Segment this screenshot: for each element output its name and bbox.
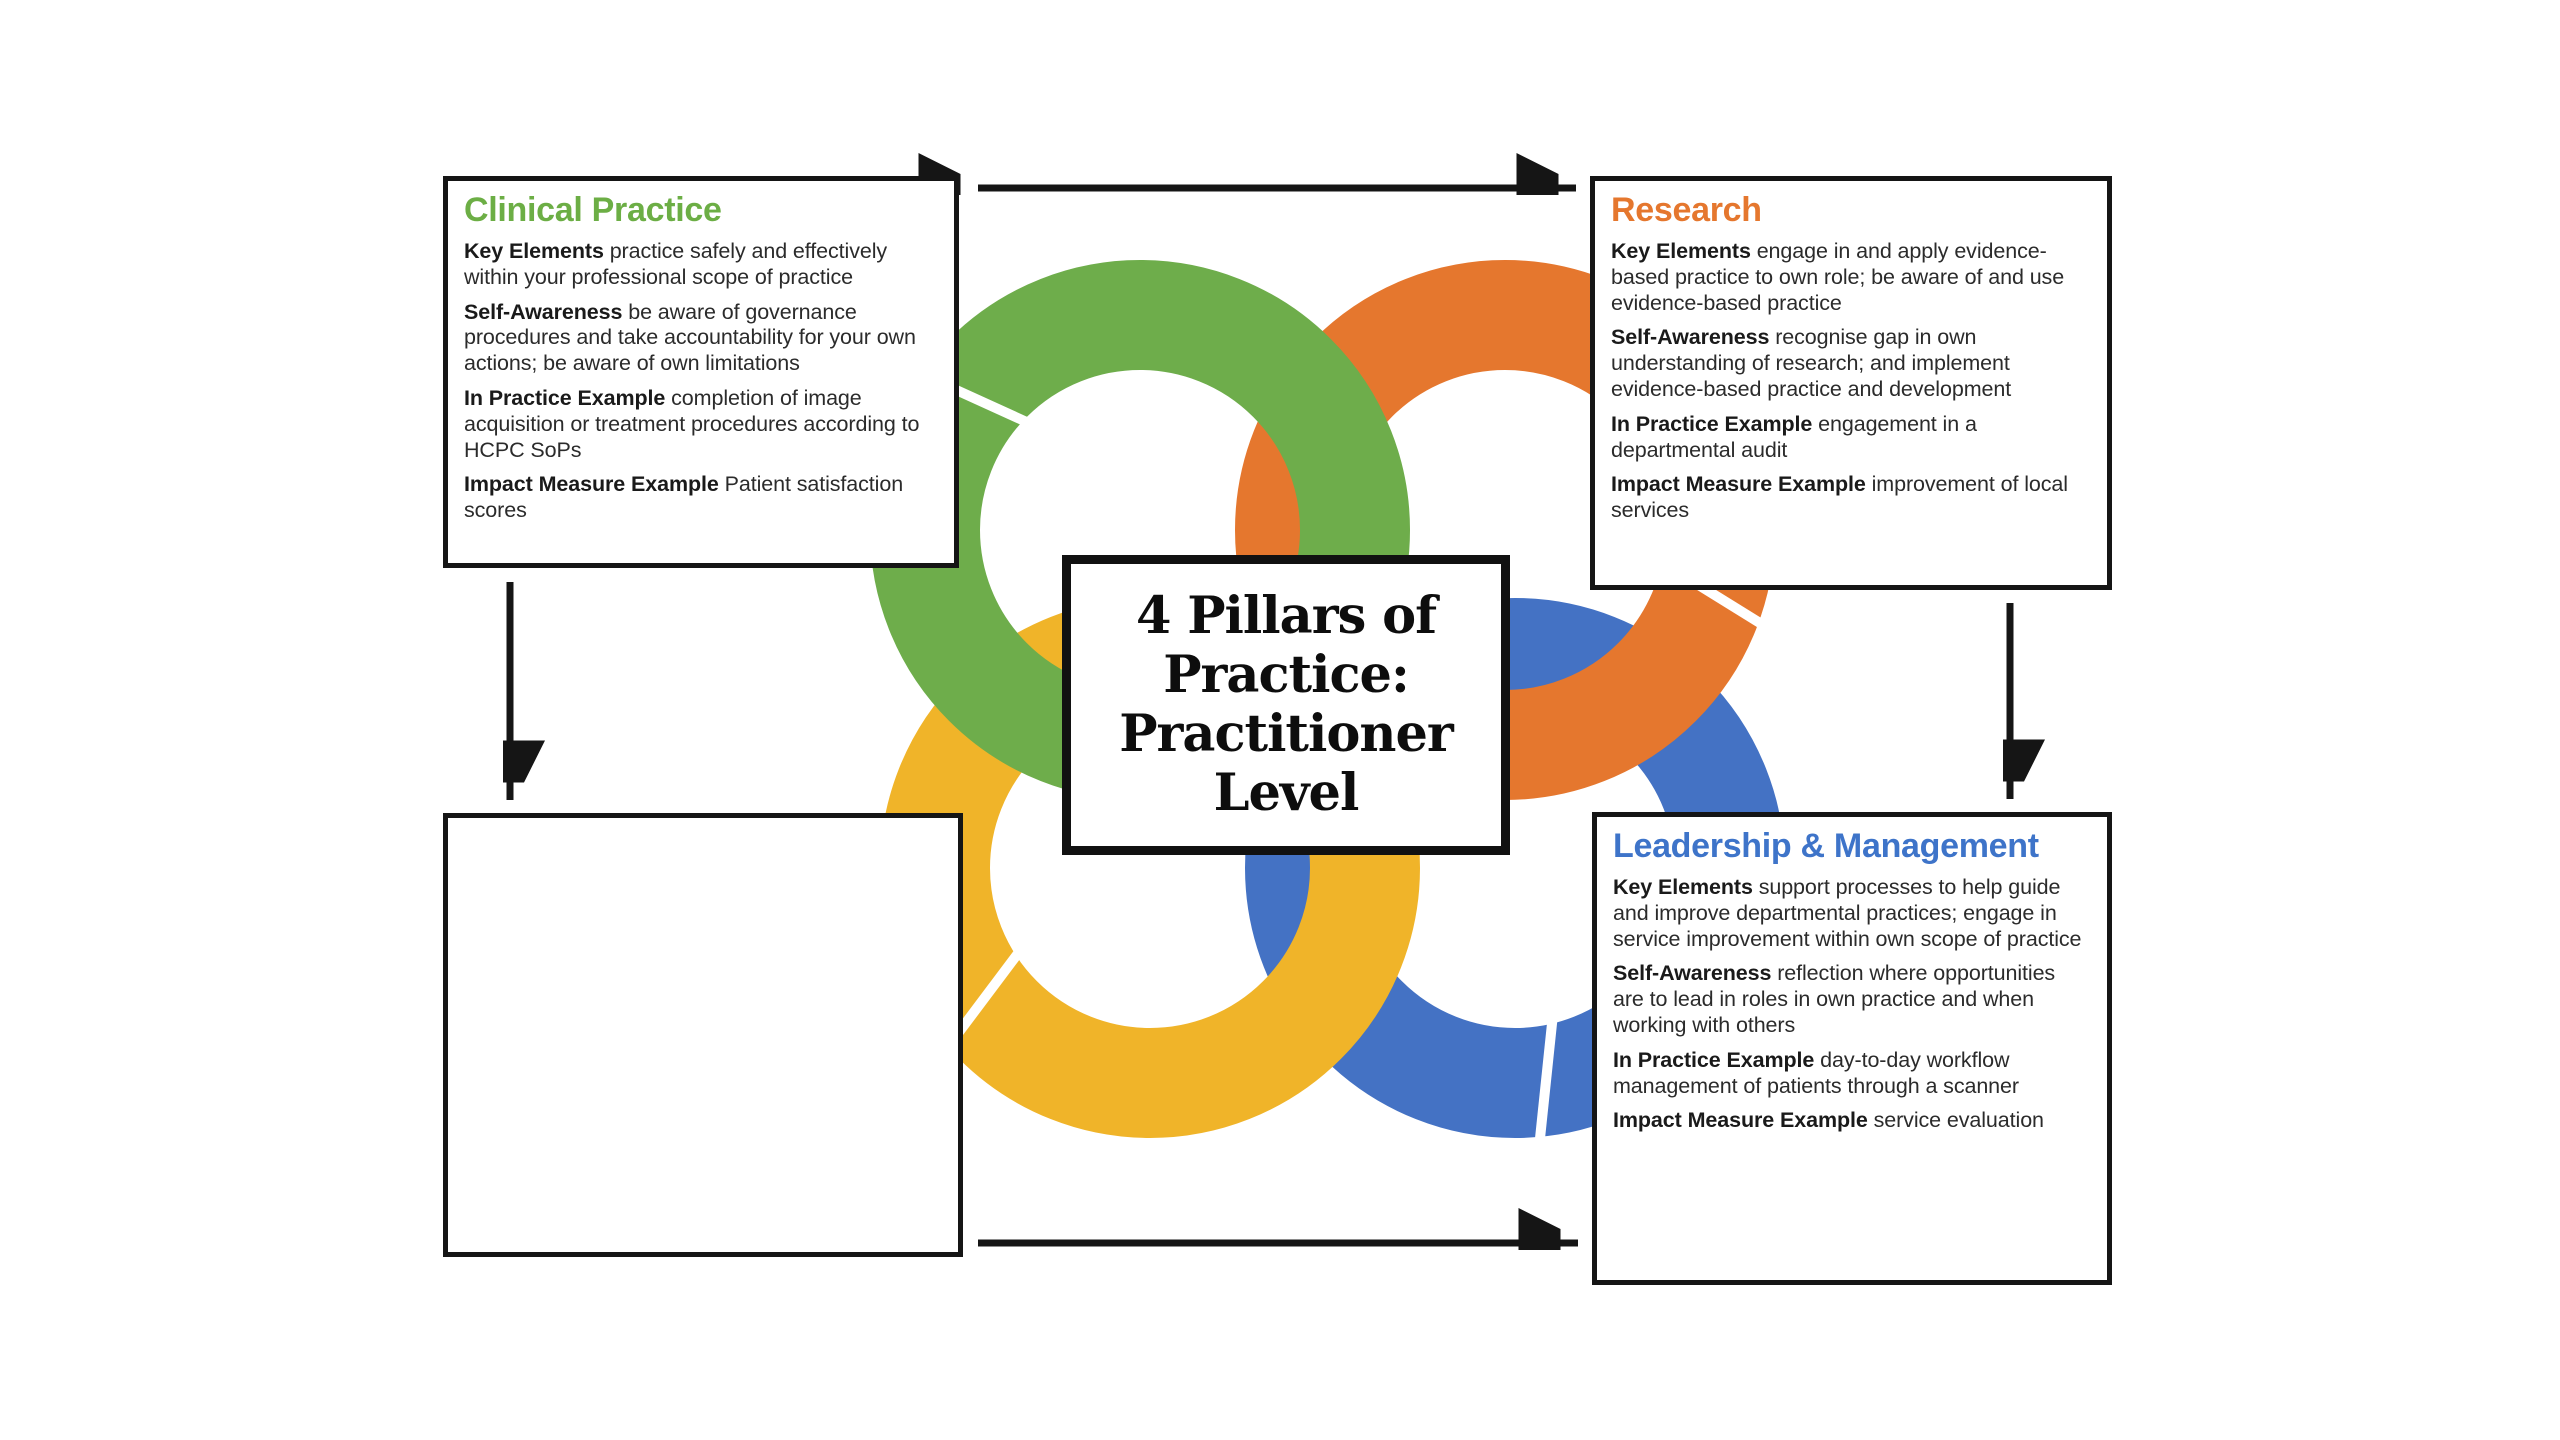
empty-pillar-box — [443, 813, 963, 1257]
research-key-elements: Key Elements engage in and apply evidenc… — [1611, 239, 2065, 315]
clinical-key-elements-lead: Key Elements — [464, 239, 604, 264]
research-in-practice-example: In Practice Example engagement in a depa… — [1611, 411, 1977, 462]
research-title: Research — [1611, 191, 1762, 229]
leadership-self-awareness-lead: Self-Awareness — [1613, 961, 1772, 986]
research-key-elements-lead: Key Elements — [1611, 239, 1751, 264]
leadership-self-awareness: Self-Awareness reflection where opportun… — [1613, 961, 2056, 1038]
leadership-in-practice-example-lead: In Practice Example — [1613, 1047, 1815, 1072]
research-self-awareness: Self-Awareness recognise gap in own unde… — [1611, 325, 2012, 402]
title-line-2: Practice: — [1163, 644, 1410, 705]
title-box: 4 Pillars of Practice: Practitioner Leve… — [1062, 555, 1510, 855]
clinical-in-practice-example-lead: In Practice Example — [464, 386, 666, 411]
research-impact-measure-example-lead: Impact Measure Example — [1611, 472, 1866, 497]
title-line-1: 4 Pillars of — [1135, 585, 1437, 646]
clinical-impact-measure-example: Impact Measure Example Patient satisfact… — [464, 472, 904, 523]
clinical-self-awareness: Self-Awareness be aware of governance pr… — [464, 299, 916, 376]
clinical-self-awareness-lead: Self-Awareness — [464, 299, 623, 324]
research-self-awareness-lead: Self-Awareness — [1611, 325, 1770, 350]
leadership-management-box: Leadership & Management Key Elements sup… — [1592, 812, 2112, 1285]
leadership-impact-measure-example: Impact Measure Example service evaluatio… — [1613, 1108, 2044, 1133]
clinical-impact-measure-example-lead: Impact Measure Example — [464, 472, 719, 497]
research-impact-measure-example: Impact Measure Example improvement of lo… — [1611, 472, 2068, 523]
research-in-practice-example-lead: In Practice Example — [1611, 411, 1813, 436]
ring-blue-break — [1534, 1013, 1558, 1149]
leadership-key-elements: Key Elements support processes to help g… — [1613, 875, 2082, 951]
leadership-key-elements-lead: Key Elements — [1613, 875, 1753, 900]
clinical-practice-title: Clinical Practice — [464, 191, 722, 229]
clinical-key-elements: Key Elements practice safely and effecti… — [464, 239, 888, 289]
clinical-in-practice-example: In Practice Example completion of image … — [464, 386, 920, 462]
title-line-4: Level — [1213, 763, 1360, 824]
research-box: Research Key Elements engage in and appl… — [1590, 176, 2112, 590]
leadership-management-title: Leadership & Management — [1613, 827, 2039, 865]
leadership-in-practice-example: In Practice Example day-to-day workflow … — [1613, 1047, 2019, 1098]
clinical-practice-box: Clinical Practice Key Elements practice … — [443, 176, 959, 568]
leadership-impact-measure-example-lead: Impact Measure Example — [1613, 1108, 1868, 1133]
title-line-3: Practitioner — [1119, 704, 1454, 764]
